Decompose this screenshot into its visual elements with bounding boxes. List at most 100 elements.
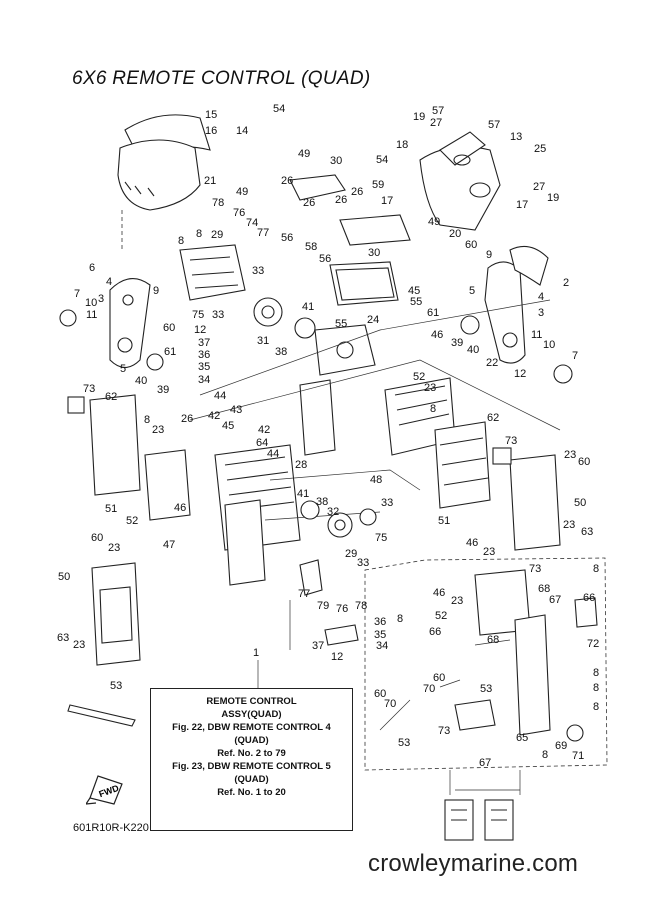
- callout-60: 60: [433, 672, 445, 684]
- callout-38: 38: [275, 346, 287, 358]
- ref-line-5: Ref. No. 2 to 79: [217, 748, 286, 759]
- callout-18: 18: [396, 139, 408, 151]
- callout-23: 23: [108, 542, 120, 554]
- callout-70: 70: [384, 698, 396, 710]
- callout-51: 51: [105, 503, 117, 515]
- callout-8: 8: [144, 414, 150, 426]
- callout-49: 49: [428, 216, 440, 228]
- callout-35: 35: [198, 361, 210, 373]
- callout-76: 76: [336, 603, 348, 615]
- callout-42: 42: [258, 424, 270, 436]
- ref-line-7: (QUAD): [234, 774, 269, 785]
- leader-lines: [189, 299, 561, 795]
- callout-73: 73: [438, 725, 450, 737]
- callout-19: 19: [547, 192, 559, 204]
- callout-40: 40: [135, 375, 147, 387]
- lever-right: [460, 245, 573, 384]
- ref-line-3: Fig. 22, DBW REMOTE CONTROL 4: [172, 722, 331, 733]
- callout-57: 57: [432, 105, 444, 117]
- callout-26: 26: [351, 186, 363, 198]
- callout-63: 63: [57, 632, 69, 644]
- callout-15: 15: [205, 109, 217, 121]
- bracket-top: [289, 174, 411, 306]
- callout-77: 77: [298, 588, 310, 600]
- callout-49: 49: [236, 186, 248, 198]
- callout-17: 17: [381, 195, 393, 207]
- callout-53: 53: [110, 680, 122, 692]
- ref-line-4: (QUAD): [234, 735, 269, 746]
- callout-51: 51: [438, 515, 450, 527]
- callout-56: 56: [319, 253, 331, 265]
- callout-71: 71: [572, 750, 584, 762]
- callout-67: 67: [479, 757, 491, 769]
- callout-66: 66: [583, 592, 595, 604]
- fwd-arrow-icon: FWD: [86, 775, 123, 805]
- handle-cover-right: [419, 131, 501, 231]
- callout-30: 30: [330, 155, 342, 167]
- callout-46: 46: [174, 502, 186, 514]
- callout-53: 53: [398, 737, 410, 749]
- callout-78: 78: [212, 197, 224, 209]
- callout-35: 35: [374, 629, 386, 641]
- callout-49: 49: [298, 148, 310, 160]
- callout-77: 77: [257, 227, 269, 239]
- callout-34: 34: [198, 374, 210, 386]
- callout-55: 55: [410, 296, 422, 308]
- callout-74: 74: [246, 217, 258, 229]
- callout-68: 68: [487, 634, 499, 646]
- callout-14: 14: [236, 125, 248, 137]
- callout-46: 46: [433, 587, 445, 599]
- callout-1: 1: [253, 647, 259, 659]
- callout-46: 46: [466, 537, 478, 549]
- callout-56: 56: [281, 232, 293, 244]
- callout-3: 3: [538, 307, 544, 319]
- callout-33: 33: [381, 497, 393, 509]
- callout-76: 76: [233, 207, 245, 219]
- callout-11: 11: [531, 329, 542, 341]
- right-module: [434, 421, 561, 551]
- callout-75: 75: [375, 532, 387, 544]
- callout-9: 9: [153, 285, 159, 297]
- callout-32: 32: [327, 506, 339, 518]
- lever-left: [59, 278, 164, 371]
- callout-59: 59: [372, 179, 384, 191]
- callout-37: 37: [312, 640, 324, 652]
- callout-47: 47: [163, 539, 175, 551]
- callout-41: 41: [302, 301, 314, 313]
- callout-23: 23: [563, 519, 575, 531]
- callout-6: 6: [89, 262, 95, 274]
- watermark-text: crowleymarine.com: [368, 850, 579, 877]
- callout-39: 39: [451, 337, 463, 349]
- callout-40: 40: [467, 344, 479, 356]
- callout-44: 44: [267, 448, 279, 460]
- callout-60: 60: [91, 532, 103, 544]
- callout-39: 39: [157, 384, 169, 396]
- callout-60: 60: [578, 456, 590, 468]
- callout-26: 26: [303, 197, 315, 209]
- ref-line-6: Fig. 23, DBW REMOTE CONTROL 5: [172, 761, 331, 772]
- callout-60: 60: [465, 239, 477, 251]
- throttle-shaft-assembly: [299, 500, 377, 646]
- callout-12: 12: [514, 368, 526, 380]
- callout-43: 43: [230, 404, 242, 416]
- callout-54: 54: [273, 103, 285, 115]
- callout-25: 25: [534, 143, 546, 155]
- diagram-part-code: 601R10R-K220: [73, 822, 149, 834]
- callout-8: 8: [593, 701, 599, 713]
- callout-23: 23: [564, 449, 576, 461]
- callout-63: 63: [581, 526, 593, 538]
- ref-line-8: Ref. No. 1 to 20: [217, 787, 286, 798]
- callout-3: 3: [98, 293, 104, 305]
- callout-5: 5: [469, 285, 475, 297]
- callout-67: 67: [549, 594, 561, 606]
- callout-48: 48: [370, 474, 382, 486]
- callout-19: 19: [413, 111, 425, 123]
- callout-20: 20: [449, 228, 461, 240]
- cover-assembly: [117, 114, 211, 250]
- callout-30: 30: [368, 247, 380, 259]
- callout-73: 73: [505, 435, 517, 447]
- callout-12: 12: [331, 651, 343, 663]
- connector-variants: [444, 789, 520, 841]
- callout-62: 62: [105, 391, 117, 403]
